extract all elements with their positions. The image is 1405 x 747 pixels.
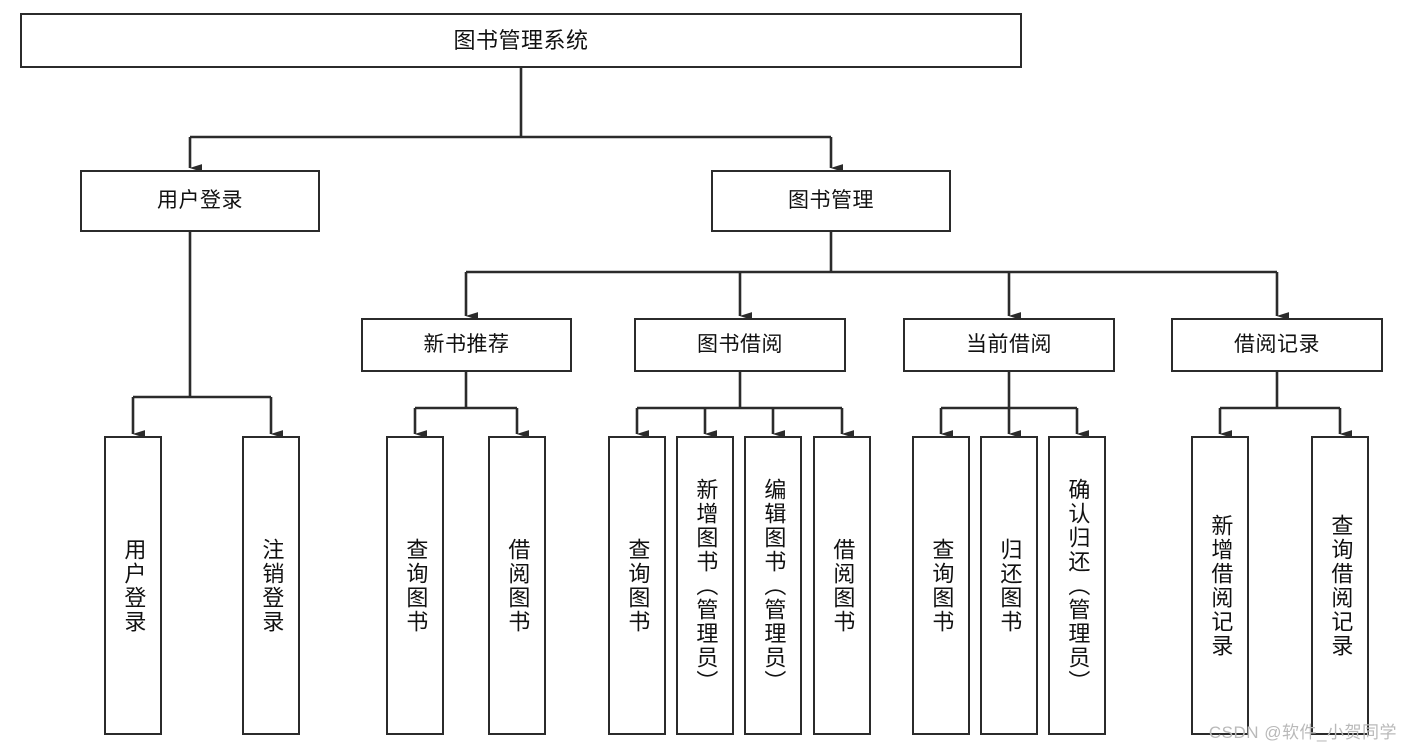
node-user-login[interactable]: 用户登录 [80,170,320,232]
node-user-login-label: 用户登录 [157,188,243,212]
node-leaf-confirm-return[interactable]: 确认归还（管理员） [1048,436,1106,735]
node-new-book-recommend-label: 新书推荐 [423,332,510,356]
node-book-manage[interactable]: 图书管理 [711,170,951,232]
node-leaf-query-book-2-label: 查询图书 [625,537,651,634]
node-borrow-record-label: 借阅记录 [1234,332,1320,356]
node-leaf-borrow-book-2-label: 借阅图书 [830,537,856,634]
node-leaf-add-borrow-record-label: 新增借阅记录 [1208,513,1234,658]
node-leaf-query-book-2[interactable]: 查询图书 [608,436,666,735]
node-leaf-borrow-book-2[interactable]: 借阅图书 [813,436,871,735]
node-leaf-user-login-label: 用户登录 [121,537,147,634]
node-leaf-query-book-3[interactable]: 查询图书 [912,436,970,735]
node-leaf-return-book-label: 归还图书 [997,537,1023,634]
node-leaf-borrow-book-1-label: 借阅图书 [505,537,531,634]
node-leaf-add-book[interactable]: 新增图书（管理员） [676,436,734,735]
node-current-borrow-label: 当前借阅 [966,332,1052,356]
node-leaf-query-borrow-record-label: 查询借阅记录 [1328,513,1354,658]
node-book-borrow-label: 图书借阅 [697,332,783,356]
node-leaf-logout-login-label: 注销登录 [259,537,285,634]
node-borrow-record[interactable]: 借阅记录 [1171,318,1383,372]
node-book-manage-label: 图书管理 [788,188,874,212]
node-leaf-user-login[interactable]: 用户登录 [104,436,162,735]
watermark-text: CSDN @软件_小贺同学 [1208,723,1397,742]
node-leaf-query-book-1[interactable]: 查询图书 [386,436,444,735]
node-leaf-add-borrow-record[interactable]: 新增借阅记录 [1191,436,1249,735]
node-leaf-return-book[interactable]: 归还图书 [980,436,1038,735]
node-leaf-logout-login[interactable]: 注销登录 [242,436,300,735]
node-leaf-query-book-1-label: 查询图书 [403,537,429,634]
node-leaf-query-book-3-label: 查询图书 [929,537,955,634]
node-current-borrow[interactable]: 当前借阅 [903,318,1115,372]
node-leaf-confirm-return-label: 确认归还（管理员） [1065,477,1091,694]
node-root-label: 图书管理系统 [453,27,589,53]
node-root[interactable]: 图书管理系统 [20,13,1022,68]
node-leaf-edit-book-label: 编辑图书（管理员） [761,477,787,694]
node-new-book-recommend[interactable]: 新书推荐 [361,318,572,372]
node-leaf-edit-book[interactable]: 编辑图书（管理员） [744,436,802,735]
node-book-borrow[interactable]: 图书借阅 [634,318,846,372]
node-leaf-add-book-label: 新增图书（管理员） [693,477,719,694]
node-leaf-query-borrow-record[interactable]: 查询借阅记录 [1311,436,1369,735]
node-leaf-borrow-book-1[interactable]: 借阅图书 [488,436,546,735]
